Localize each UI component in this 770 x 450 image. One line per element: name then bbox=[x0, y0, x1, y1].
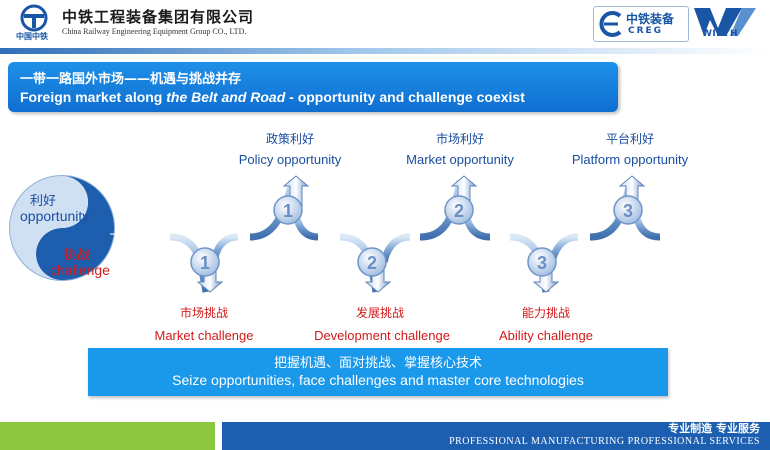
opportunity-label-en: Platform opportunity bbox=[571, 152, 689, 167]
footer-green-bar bbox=[0, 422, 215, 450]
challenge-label-en: Development challenge bbox=[314, 328, 450, 343]
creg-icon bbox=[599, 11, 622, 37]
yinyang-top-cn: 利好 bbox=[30, 193, 57, 208]
footer-blue-bar bbox=[222, 422, 770, 450]
creg-name-cn: 中铁装备 bbox=[626, 12, 675, 26]
banner-title-en-pre: Foreign market along bbox=[20, 89, 167, 105]
opportunity-label-cn: 市场利好 bbox=[435, 132, 484, 146]
summary-en: Seize opportunities, face challenges and… bbox=[172, 372, 584, 388]
opportunity-label-cn: 政策利好 bbox=[265, 132, 314, 146]
company-name-en: China Railway Engineering Equipment Grou… bbox=[62, 27, 247, 36]
summary-cn: 把握机遇、面对挑战、掌握核心技术 bbox=[273, 356, 482, 371]
header: 中国中铁 中铁工程装备集团有限公司 China Railway Engineer… bbox=[0, 0, 770, 52]
yinyang-bottom-cn: 挑战 bbox=[64, 247, 91, 262]
banner-title-en-em: the Belt and Road bbox=[166, 89, 286, 105]
opportunity-label-en: Market opportunity bbox=[406, 152, 514, 167]
logo-subtitle: 中国中铁 bbox=[16, 32, 48, 41]
opportunity-number: 1 bbox=[283, 201, 293, 221]
opportunity-number: 3 bbox=[623, 201, 633, 221]
challenge-markers: 1 2 3 bbox=[190, 247, 557, 277]
challenge-number: 3 bbox=[537, 253, 547, 273]
challenge-label-cn: 发展挑战 bbox=[355, 306, 404, 320]
wirth-logo-icon bbox=[694, 8, 756, 36]
yinyang-bottom-en: challenge bbox=[50, 262, 110, 278]
opportunity-markers: 1 2 3 bbox=[273, 195, 643, 225]
creg-logo: 中铁装备 CREG bbox=[593, 6, 689, 42]
summary-box: 把握机遇、面对挑战、掌握核心技术 Seize opportunities, fa… bbox=[88, 348, 668, 396]
crec-logo-icon bbox=[20, 4, 48, 32]
company-name-cn: 中铁工程装备集团有限公司 bbox=[62, 8, 255, 26]
footer-slogan-cn: 专业制造 专业服务 bbox=[668, 422, 760, 435]
yin-yang-icon bbox=[9, 175, 115, 281]
opportunity-label-cn: 平台利好 bbox=[605, 132, 654, 146]
footer-slogan-en: PROFESSIONAL MANUFACTURING PROFESSIONAL … bbox=[449, 436, 760, 447]
challenge-label-en: Ability challenge bbox=[499, 328, 593, 343]
wirth-name: WIRTH bbox=[702, 29, 738, 39]
yinyang-top-en: opportunity bbox=[20, 208, 90, 224]
challenge-label-en: Market challenge bbox=[154, 328, 254, 343]
banner-title-cn: 一带一路国外市场——机遇与挑战并存 bbox=[20, 72, 242, 87]
creg-name-en: CREG bbox=[628, 26, 664, 36]
challenge-label-cn: 能力挑战 bbox=[521, 306, 570, 320]
banner-title-en-post: - opportunity and challenge coexist bbox=[285, 89, 525, 105]
banner-title-en: Foreign market along the Belt and Road -… bbox=[20, 89, 525, 105]
challenge-number: 1 bbox=[200, 253, 210, 273]
title-banner: 一带一路国外市场——机遇与挑战并存 Foreign market along t… bbox=[8, 62, 618, 112]
opportunity-number: 2 bbox=[454, 201, 464, 221]
opportunity-label-en: Policy opportunity bbox=[238, 152, 342, 167]
challenge-number: 2 bbox=[367, 253, 377, 273]
header-divider bbox=[0, 48, 770, 54]
challenge-label-cn: 市场挑战 bbox=[179, 306, 228, 320]
